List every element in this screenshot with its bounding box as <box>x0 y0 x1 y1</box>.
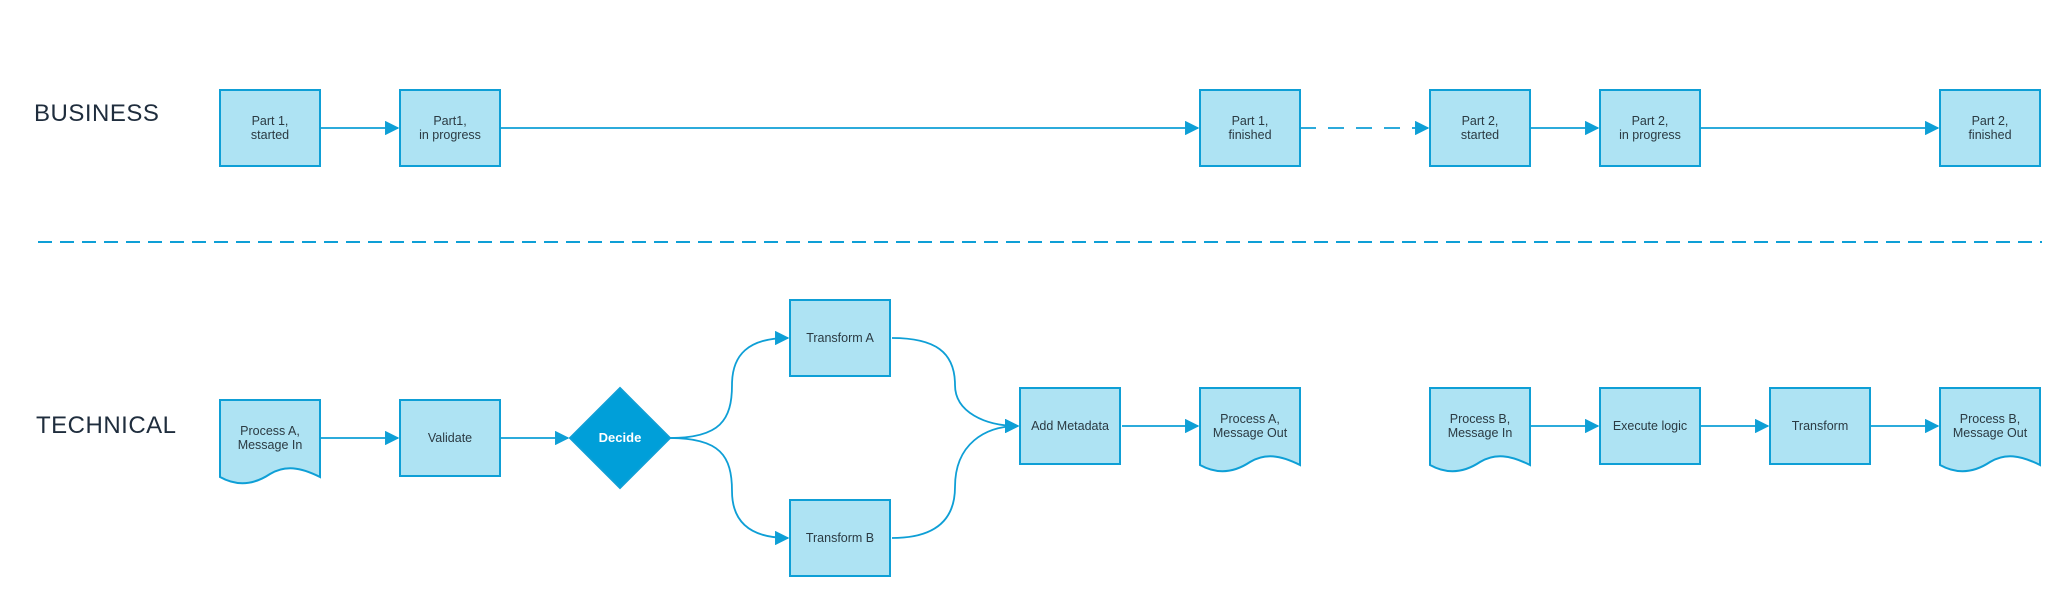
node-process-b-message-out[interactable] <box>1939 387 2041 473</box>
node-process-a-message-in[interactable] <box>219 399 321 485</box>
node-decide[interactable] <box>568 386 672 490</box>
node-process-b-message-in[interactable] <box>1429 387 1531 473</box>
edge-decide-transformb <box>669 437 790 546</box>
node-transform-a[interactable] <box>789 299 891 377</box>
lane-label-technical: TECHNICAL <box>36 412 177 439</box>
node-execute-logic[interactable] <box>1599 387 1701 465</box>
node-part2-started[interactable] <box>1429 89 1531 167</box>
node-part2-finished[interactable] <box>1939 89 2041 167</box>
edge-transformb-metadata <box>891 418 1020 539</box>
node-process-a-message-out[interactable] <box>1199 387 1301 473</box>
node-part1-in-progress[interactable] <box>399 89 501 167</box>
node-validate[interactable] <box>399 399 501 477</box>
node-part2-in-progress[interactable] <box>1599 89 1701 167</box>
edge-decide-transforma <box>669 330 790 439</box>
lane-label-business: BUSINESS <box>34 100 160 127</box>
edge-transforma-metadata <box>891 337 1020 434</box>
node-transform[interactable] <box>1769 387 1871 465</box>
node-transform-b[interactable] <box>789 499 891 577</box>
node-add-metadata[interactable] <box>1019 387 1121 465</box>
node-part1-finished[interactable] <box>1199 89 1301 167</box>
node-part1-started[interactable] <box>219 89 321 167</box>
